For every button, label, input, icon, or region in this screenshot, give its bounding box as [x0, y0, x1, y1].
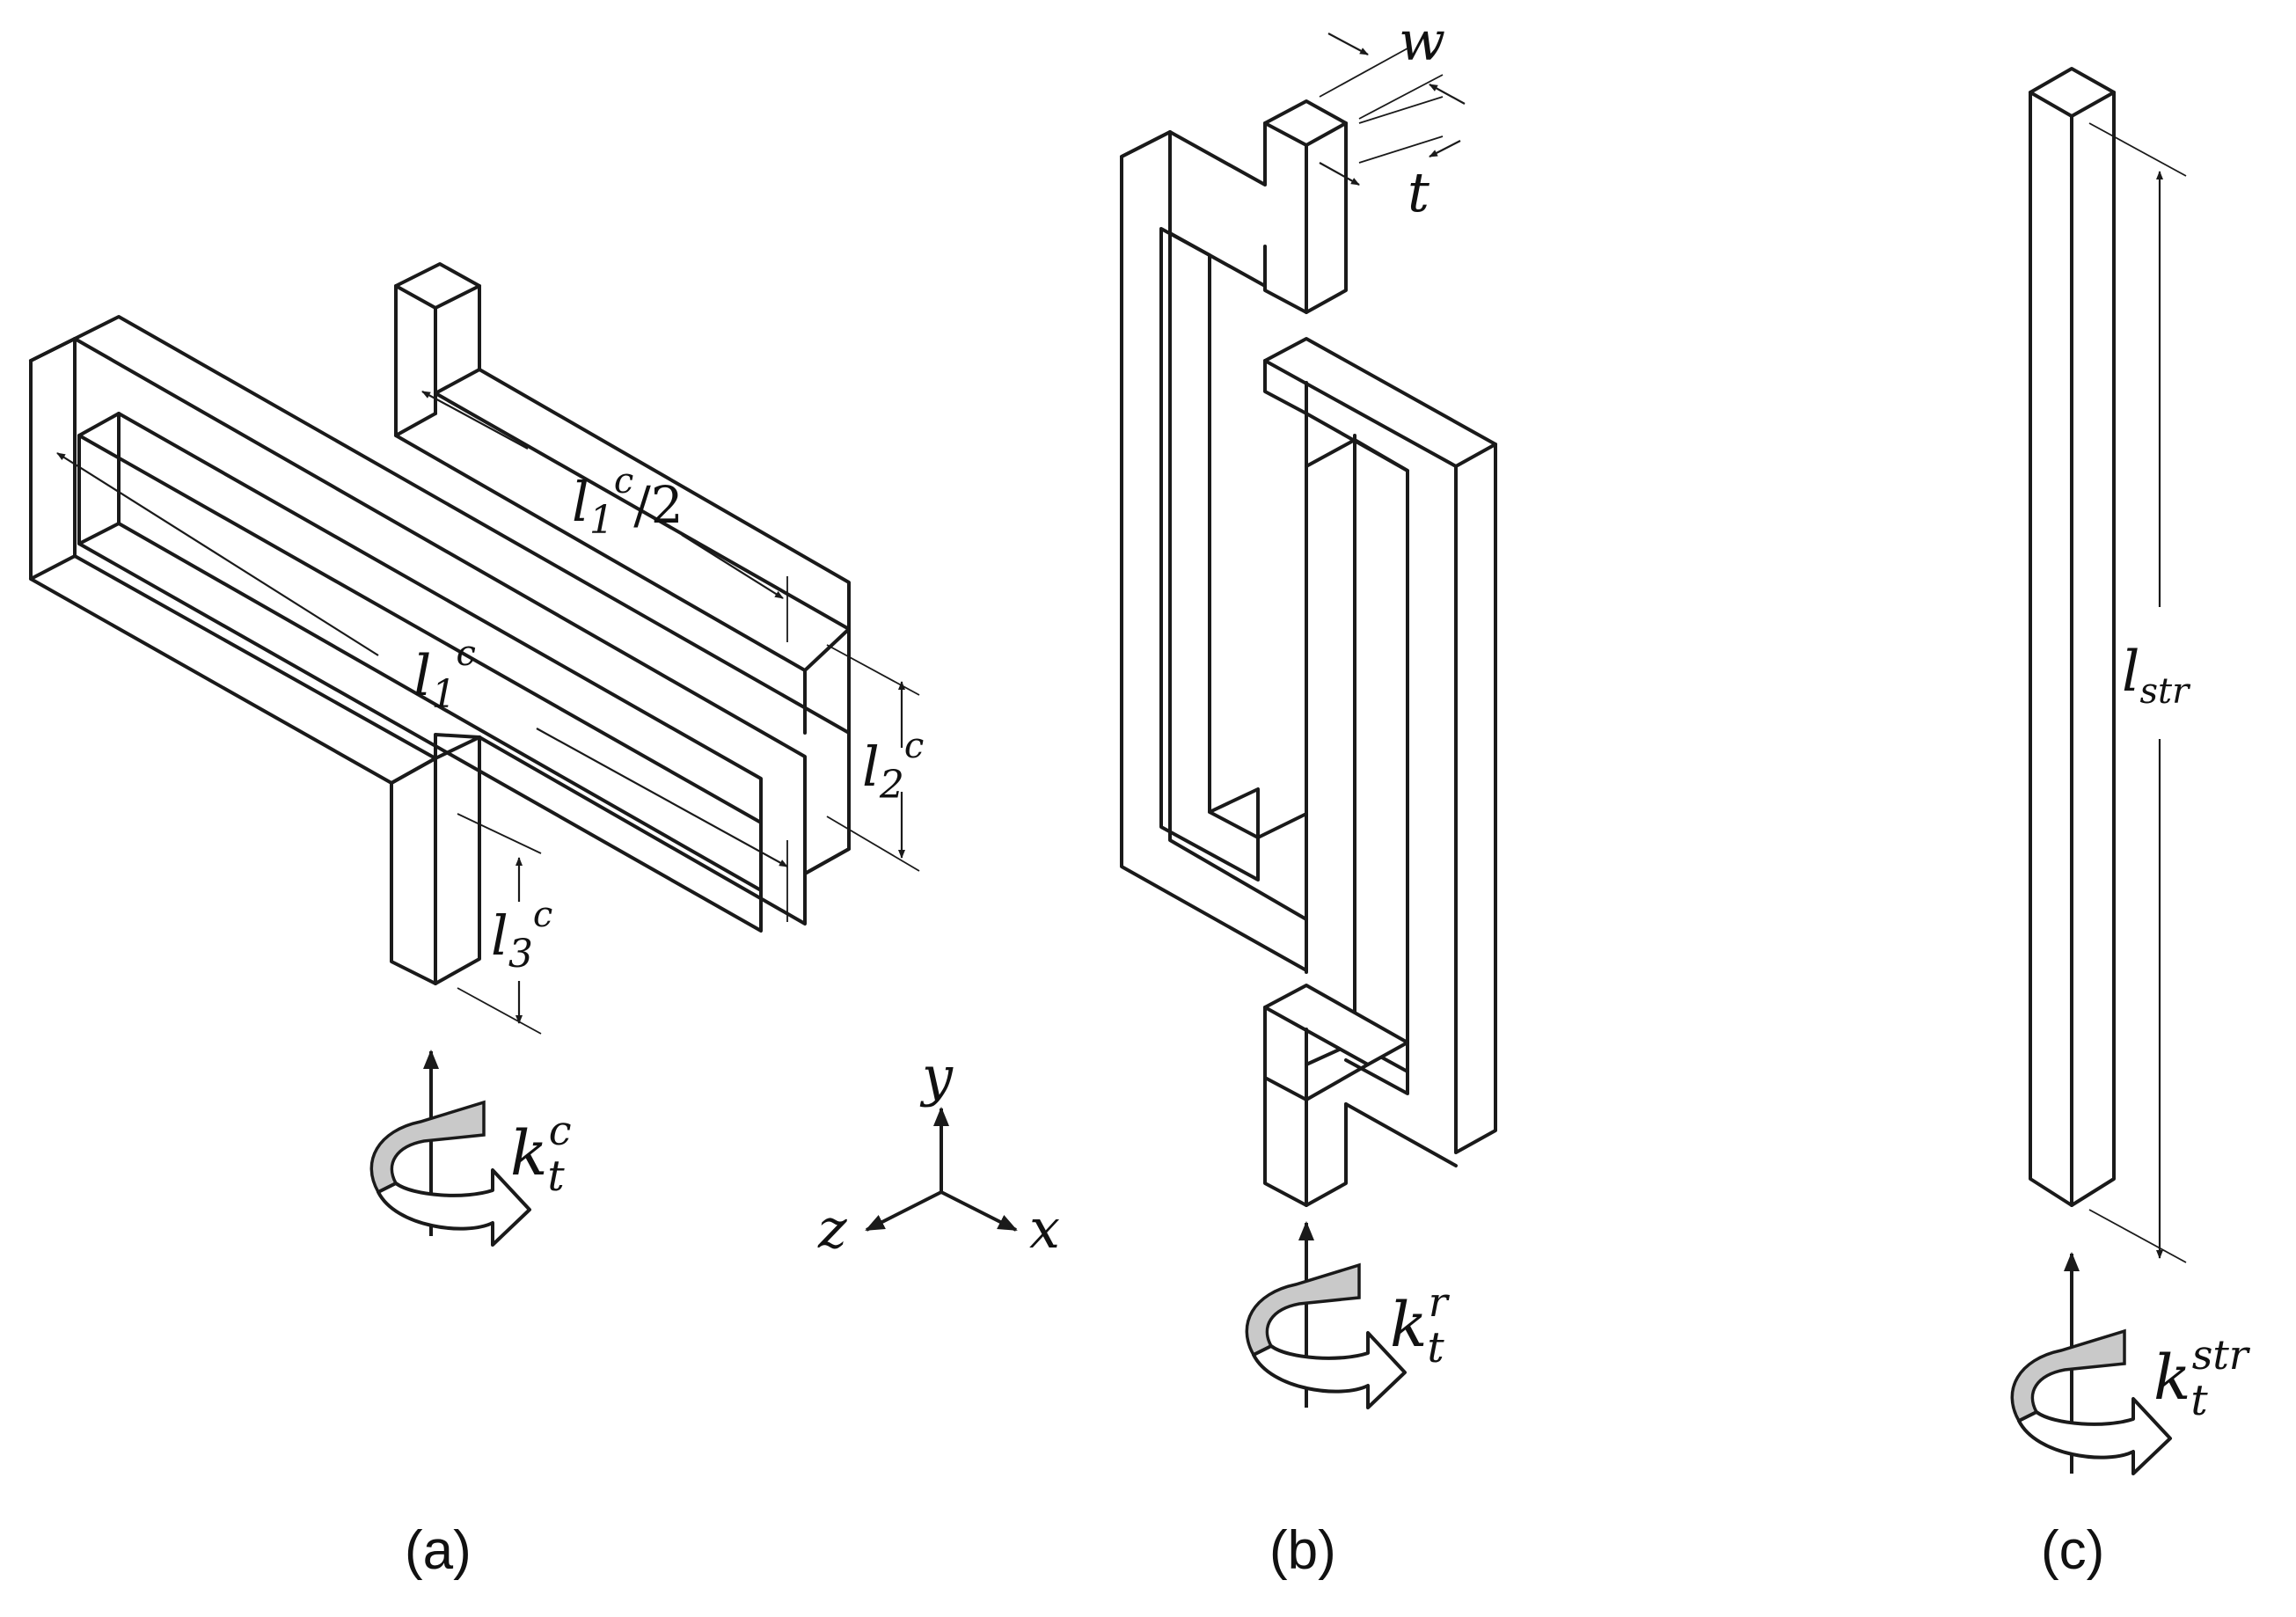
caption-c: (c)	[2041, 1520, 2104, 1581]
label-ktstr: ktstr	[2153, 1331, 2251, 1425]
label-lstr: lstr	[2122, 640, 2191, 712]
coordinate-axes	[865, 1107, 1018, 1232]
label-l3c: l3c	[491, 895, 552, 977]
label-t: t	[1408, 160, 1430, 224]
panel-b-dimension-lines	[1319, 33, 1466, 186]
axis-label-y: y	[919, 1044, 954, 1108]
label-l1c: l1c	[413, 633, 476, 717]
torsion-arrow-icon	[1245, 1221, 1407, 1409]
panel-a-structure	[29, 262, 851, 985]
dim-l1c2-arrow-right	[681, 534, 784, 599]
dim-l1c-arrow-left	[56, 452, 379, 656]
panel-b-structure	[1120, 99, 1497, 1207]
torsion-arrow-icon	[2010, 1252, 2172, 1475]
panel-a-loop	[29, 315, 851, 933]
panel-c-structure	[2029, 67, 2116, 1207]
dim-l1c2-arrow-left	[421, 391, 529, 450]
label-ktc: ktc	[510, 1107, 571, 1201]
label-ktr: ktr	[1390, 1278, 1451, 1372]
caption-a: (a)	[405, 1520, 472, 1581]
dim-l1c-arrow-right	[536, 728, 788, 867]
panel-c-dimension-lines	[2088, 122, 2187, 1263]
panel-a-dimension-lines	[56, 391, 920, 1035]
axis-label-x: x	[1029, 1196, 1060, 1261]
torsion-arrow-icon	[369, 1050, 531, 1247]
label-w: w	[1399, 9, 1445, 73]
label-l2c: l2c	[862, 726, 924, 808]
caption-b: (b)	[1269, 1520, 1336, 1581]
axis-label-z: z	[817, 1196, 847, 1261]
label-l1c-half: l1c/2	[572, 461, 684, 543]
panel-a-bottom-leg	[390, 735, 481, 985]
panel-a-top-arm	[394, 262, 851, 735]
